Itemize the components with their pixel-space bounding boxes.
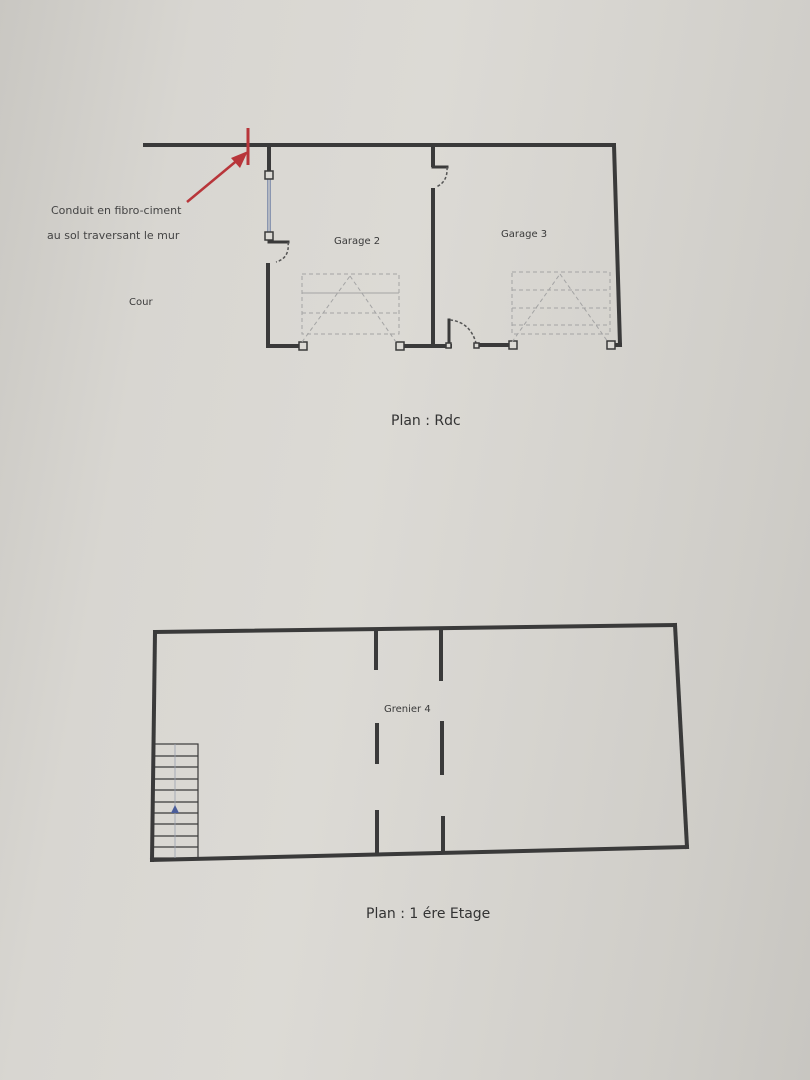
window-garage2 xyxy=(264,170,274,241)
rdc-right-wall xyxy=(611,142,623,348)
garage-door-garage3 xyxy=(511,271,611,343)
etage-bottom-wall xyxy=(149,844,690,863)
etage-plan xyxy=(149,622,690,863)
etage-top-wall xyxy=(152,622,678,635)
door-swing-partition xyxy=(435,166,448,188)
etage-right-wall xyxy=(672,622,690,850)
outside-label-cour: Cour xyxy=(129,297,153,308)
garage-door-garage2 xyxy=(301,273,400,343)
room-label-garage-3: Garage 3 xyxy=(501,229,548,240)
annotation-line-1: Conduit en fibro-ciment xyxy=(51,204,182,217)
caption-plan-rdc: Plan : Rdc xyxy=(391,413,461,429)
annotation-line-2: au sol traversant le mur xyxy=(47,229,180,242)
door-swings xyxy=(275,166,477,344)
room-label-grenier-4: Grenier 4 xyxy=(384,704,431,715)
stair-up-arrow-icon xyxy=(171,805,179,813)
rdc-plan xyxy=(143,142,623,348)
staircase xyxy=(152,743,199,859)
room-label-garage-2: Garage 2 xyxy=(334,236,381,247)
caption-plan-etage: Plan : 1 ére Etage xyxy=(366,906,491,922)
posts xyxy=(298,340,616,351)
door-swing-garage3 xyxy=(449,319,477,344)
annotation-arrow xyxy=(186,128,250,203)
door-swing-garage2 xyxy=(275,241,289,263)
